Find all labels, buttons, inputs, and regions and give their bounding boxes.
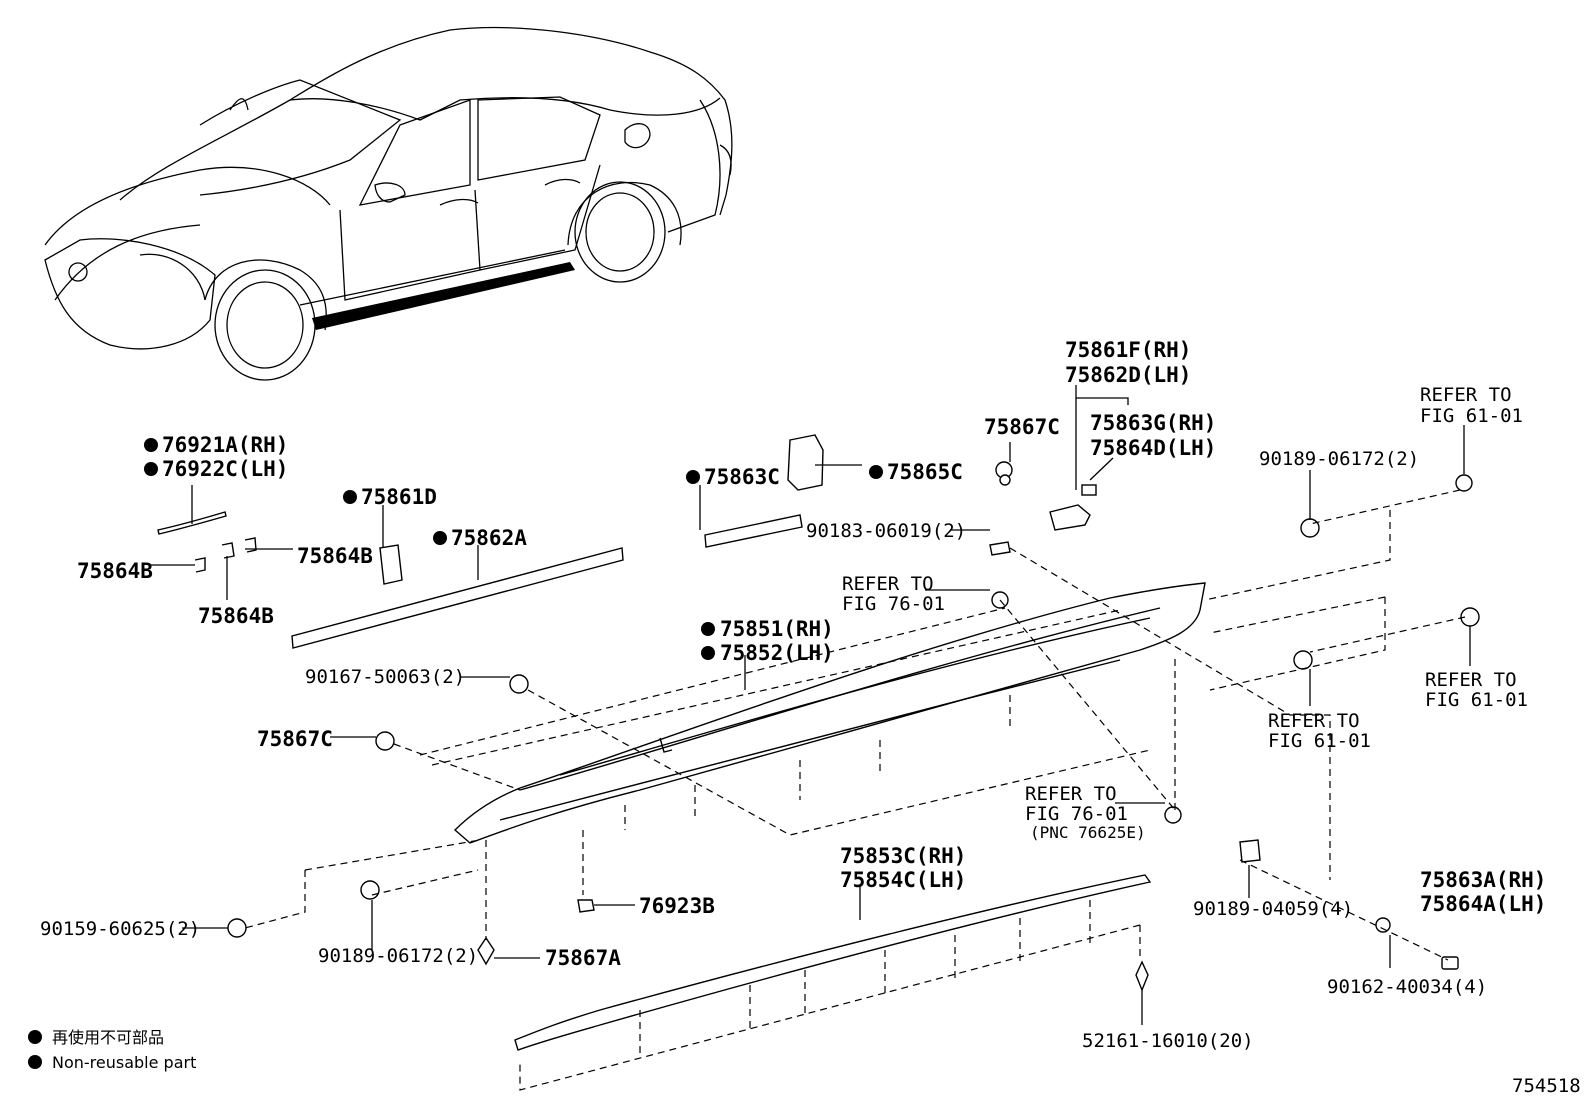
label-90167: 90167-50063(2): [305, 666, 465, 688]
label-refer-61-a-line2: FIG 61-01: [1420, 405, 1523, 427]
vehicle-illustration: [44, 26, 733, 381]
label-75863g: 75863G(RH): [1090, 411, 1216, 435]
label-75867c-left: 75867C: [257, 727, 333, 751]
molding-strip-76921a: [157, 511, 227, 535]
pad-75863g: [1081, 484, 1097, 496]
assembly-dashed-lines: [244, 489, 1466, 1091]
label-refer-61-c-line1: REFER TO: [1268, 710, 1360, 732]
strip-75862a: [291, 547, 624, 649]
label-75864a: 75864A(LH): [1420, 892, 1546, 916]
label-75863a: 75863A(RH): [1420, 868, 1546, 892]
label-75862d: 75862D(LH): [1065, 363, 1191, 387]
label-refer-76-b-line3: (PNC 76625E): [1030, 823, 1146, 842]
label-90189-04059: 90189-04059(4): [1193, 898, 1353, 920]
label-52161: 52161-16010(20): [1082, 1030, 1254, 1052]
figure-number: 754518: [1512, 1075, 1581, 1097]
label-90159: 90159-60625(2): [40, 918, 200, 940]
label-refer-61-b-line2: FIG 61-01: [1425, 689, 1528, 711]
label-90183: 90183-06019(2): [806, 520, 966, 542]
label-75861f: 75861F(RH): [1065, 338, 1191, 362]
label-75861d: 75861D: [361, 485, 437, 509]
label-75864b-right: 75864B: [297, 544, 373, 568]
label-75867c-top: 75867C: [984, 415, 1060, 439]
label-refer-61-a-line1: REFER TO: [1420, 384, 1512, 406]
fastener-group: [227, 461, 1480, 992]
label-75864b-bottom: 75864B: [198, 604, 274, 628]
label-refer-76-b-line2: FIG 76-01: [1025, 803, 1128, 825]
legend-text-en: Non-reusable part: [52, 1053, 196, 1072]
garnish-75853c: [514, 874, 1152, 1051]
part-labels: 76921A(RH) 76922C(LH) 75861D 75862A 7586…: [40, 338, 1581, 1097]
label-75865c: 75865C: [887, 460, 963, 484]
label-refer-61-b-line1: REFER TO: [1425, 669, 1517, 691]
clip-75864b-c: [244, 537, 257, 553]
label-75854c: 75854C(LH): [840, 868, 966, 892]
label-90162: 90162-40034(4): [1327, 976, 1487, 998]
non-reusable-markers: [28, 438, 883, 1069]
label-90189-top: 90189-06172(2): [1259, 448, 1419, 470]
label-refer-76-a-line2: FIG 76-01: [842, 593, 945, 615]
strip-75863c: [704, 514, 803, 548]
label-75852: 75852(LH): [720, 641, 834, 665]
legend-text-jp: 再使用不可部品: [52, 1028, 164, 1047]
clip-75864b-a: [194, 557, 206, 573]
clip-75864b-b: [221, 542, 235, 559]
label-90189-bottom: 90189-06172(2): [318, 945, 478, 967]
label-75862a: 75862A: [451, 526, 527, 550]
label-refer-76-a-line1: REFER TO: [842, 573, 934, 595]
label-76922c: 76922C(LH): [162, 457, 288, 481]
pad-75865c: [787, 434, 824, 491]
part-75861d: [379, 544, 403, 585]
bracket-75861f: [1049, 504, 1091, 531]
label-refer-61-c-line2: FIG 61-01: [1268, 730, 1371, 752]
label-75851: 75851(RH): [720, 617, 834, 641]
label-75864b-left: 75864B: [77, 559, 153, 583]
label-75867a: 75867A: [545, 946, 621, 970]
label-75863c: 75863C: [704, 465, 780, 489]
label-76923b: 76923B: [639, 894, 715, 918]
label-75853c: 75853C(RH): [840, 844, 966, 868]
label-75864d: 75864D(LH): [1090, 436, 1216, 460]
label-refer-76-b-line1: REFER TO: [1025, 783, 1117, 805]
legend: 再使用不可部品 Non-reusable part: [52, 1028, 196, 1072]
leader-lines: [150, 385, 1471, 1025]
label-76921a: 76921A(RH): [162, 433, 288, 457]
